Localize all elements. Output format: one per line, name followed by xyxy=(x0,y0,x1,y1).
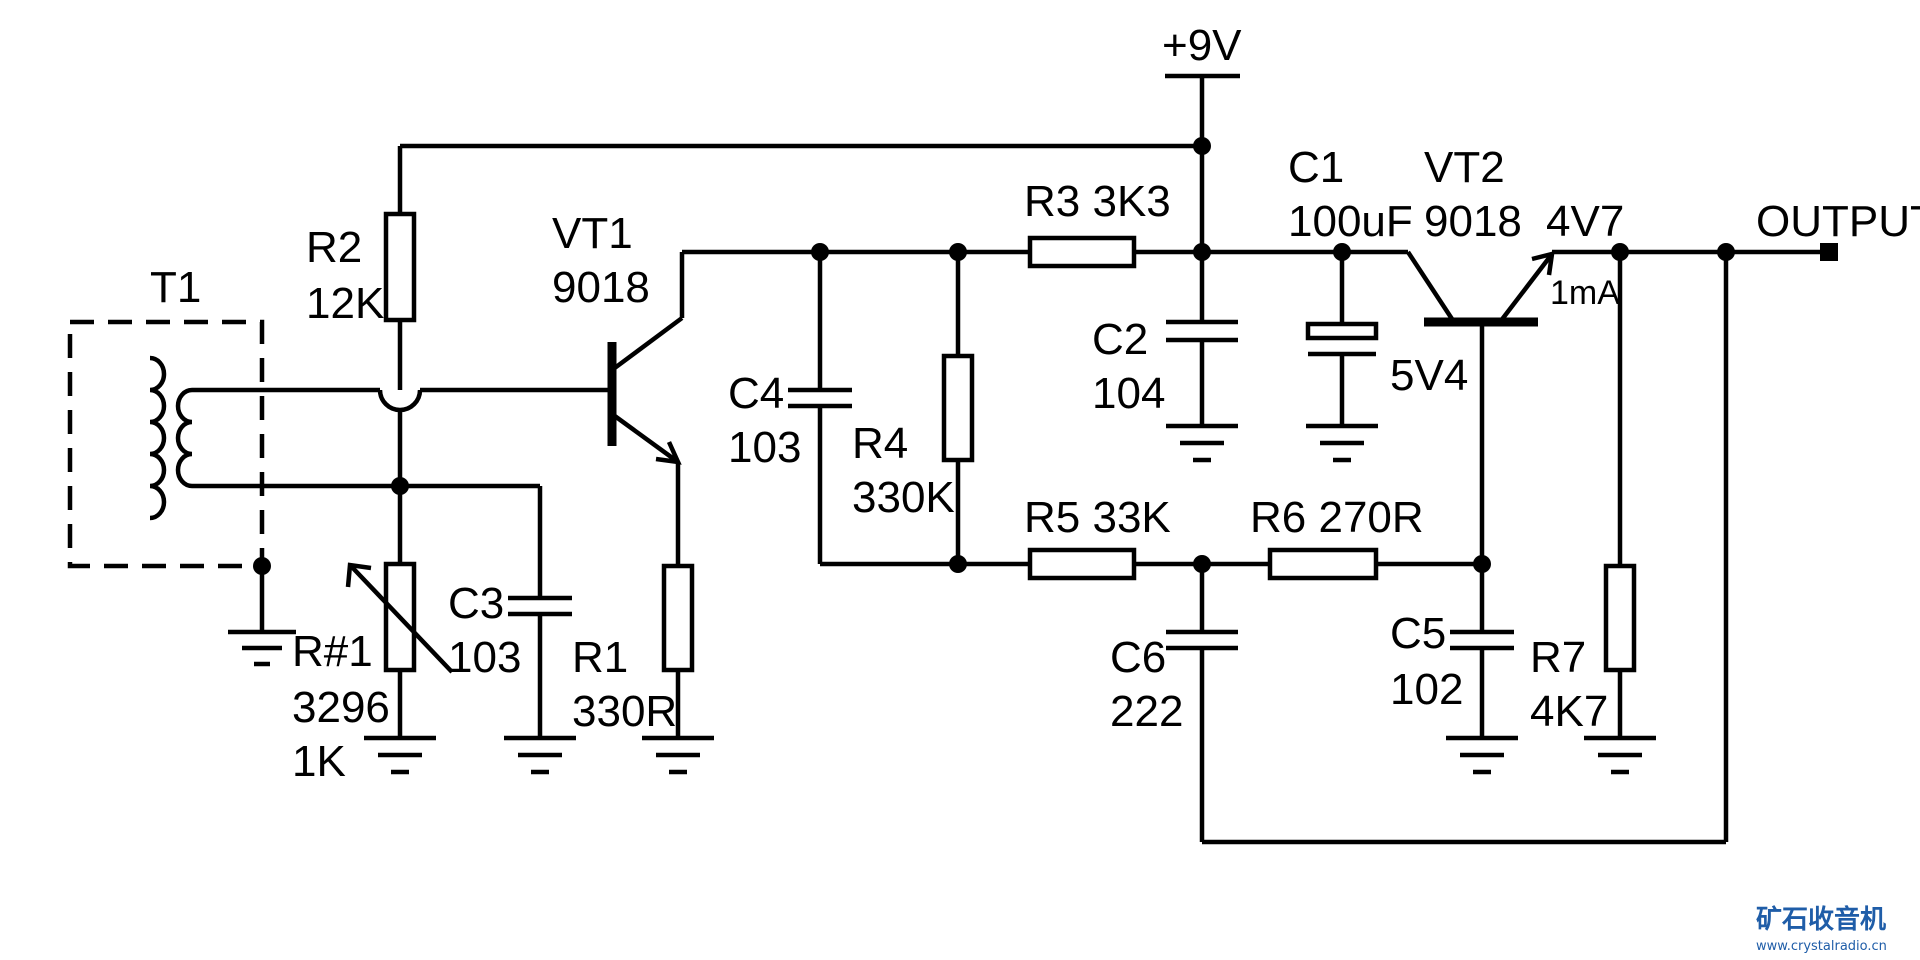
label-supply: +9V xyxy=(1162,21,1242,70)
label-r4-value: 330K xyxy=(852,473,955,522)
output-terminal xyxy=(1820,243,1838,261)
label-c5-name: C5 xyxy=(1390,609,1446,658)
transformer-t1 xyxy=(67,319,612,667)
label-c3-name: C3 xyxy=(448,579,504,628)
label-r2-value: 12K xyxy=(306,279,384,328)
label-c6-name: C6 xyxy=(1110,633,1166,682)
label-c2-value: 104 xyxy=(1092,369,1165,418)
label-c6-value: 222 xyxy=(1110,687,1183,736)
label-r6: R6 270R xyxy=(1250,493,1424,542)
label-c3-value: 103 xyxy=(448,633,521,682)
transistor-vt1 xyxy=(607,249,1030,566)
supply-rail xyxy=(397,73,1240,250)
transistor-vt2 xyxy=(1406,249,1828,632)
label-c4-value: 103 xyxy=(728,423,801,472)
label-r7-name: R7 xyxy=(1530,633,1586,682)
label-r2-name: R2 xyxy=(306,223,362,272)
capacitor-c6 xyxy=(1166,252,1729,845)
resistor-r7 xyxy=(1584,252,1656,775)
label-r1-value: 330R xyxy=(572,687,677,736)
watermark-title: 矿石收音机 xyxy=(1756,904,1886,935)
label-r1-name: R1 xyxy=(572,633,628,682)
resistor-r1 xyxy=(642,563,714,775)
resistor-r3 xyxy=(1027,235,1408,269)
junction-dots xyxy=(253,137,1735,575)
label-r7-value: 4K7 xyxy=(1530,687,1608,736)
capacitor-c1 xyxy=(1305,252,1379,463)
label-c1-voltage: 5V4 xyxy=(1390,351,1468,400)
capacitor-c3 xyxy=(504,486,576,775)
label-vt2-part: 9018 xyxy=(1424,197,1522,246)
label-rp1-part: 3296 xyxy=(292,683,390,732)
label-rp1-name: R#1 xyxy=(292,627,373,676)
watermark: 矿石收音机 www.crystalradio.cn xyxy=(1756,904,1887,954)
watermark-url: www.crystalradio.cn xyxy=(1756,939,1887,954)
label-r4-name: R4 xyxy=(852,419,908,468)
label-emitter-current: 1mA xyxy=(1550,274,1620,312)
label-c1-name: C1 xyxy=(1288,143,1344,192)
label-t1: T1 xyxy=(150,263,201,312)
label-rp1-value: 1K xyxy=(292,737,346,786)
label-output: OUTPUT xyxy=(1756,197,1920,246)
label-c1-value: 100uF xyxy=(1288,197,1413,246)
label-emitter-voltage: 4V7 xyxy=(1546,197,1624,246)
label-r3: R3 3K3 xyxy=(1024,177,1171,226)
capacitor-c5 xyxy=(1446,629,1518,775)
label-c5-value: 102 xyxy=(1390,665,1463,714)
label-vt1-name: VT1 xyxy=(552,209,633,258)
label-vt2-name: VT2 xyxy=(1424,143,1505,192)
label-c2-name: C2 xyxy=(1092,315,1148,364)
feedback-network xyxy=(788,252,1482,581)
trimmer-rp1 xyxy=(345,486,454,775)
resistor-r2 xyxy=(383,211,417,486)
label-r5: R5 33K xyxy=(1024,493,1171,542)
label-vt1-part: 9018 xyxy=(552,263,650,312)
label-c4-name: C4 xyxy=(728,369,784,418)
capacitor-c2 xyxy=(1166,252,1238,463)
